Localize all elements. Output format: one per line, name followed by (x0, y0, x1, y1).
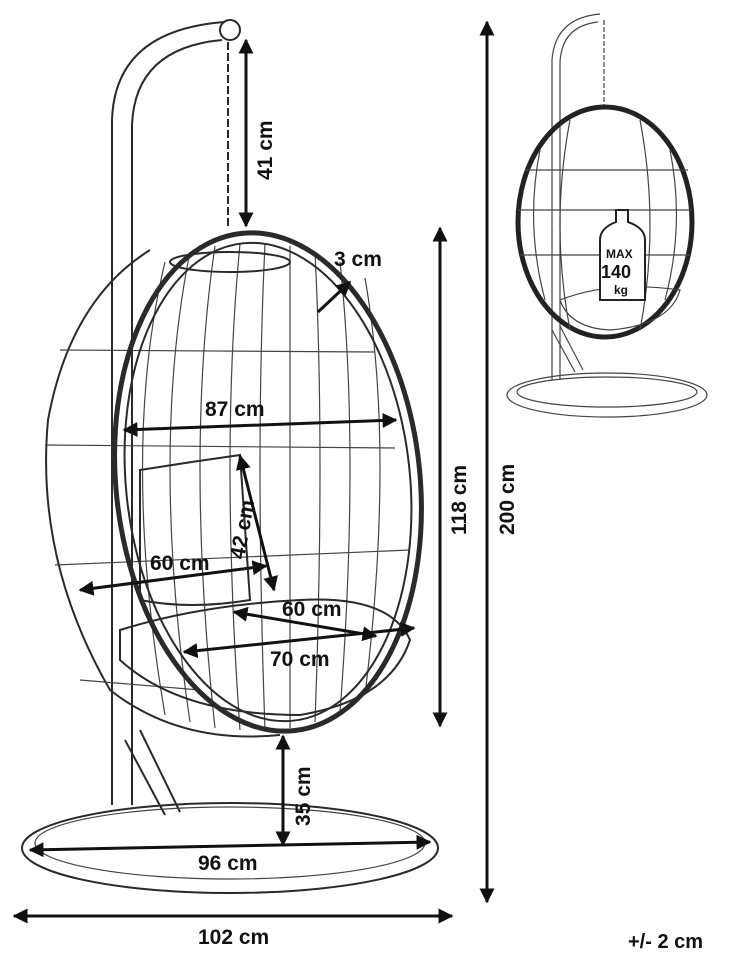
total-width-label: 102 cm (198, 926, 269, 949)
tolerance-label: +/- 2 cm (628, 931, 703, 953)
egg-frame-ring (112, 230, 424, 734)
chain-length-label: 41 cm (254, 120, 277, 180)
stand-pole (111, 21, 226, 805)
egg-back-shell (45, 249, 281, 738)
seat-depth-label: 70 cm (270, 648, 330, 671)
weight-tag-max: MAX (606, 247, 633, 261)
preview-chair-drawing: MAX 140 kg (506, 13, 708, 418)
stand-leg (124, 729, 181, 816)
chair-height-label: 118 cm (448, 465, 471, 535)
egg-frame-inner (123, 241, 413, 723)
back-cushion (139, 453, 252, 606)
cushion-depth-label: 60 cm (282, 598, 342, 621)
backrest-height-label: 42 cm (226, 498, 259, 561)
base-outer (21, 802, 439, 894)
wicker-ribs (44, 243, 411, 731)
inner-width-label: 87 cm (205, 398, 265, 421)
weight-tag (599, 209, 646, 301)
seat-width-label: 60 cm (150, 552, 210, 575)
dimension-lines (12, 20, 495, 924)
base-diameter-label: 96 cm (198, 852, 258, 875)
hook (219, 19, 241, 41)
ground-clearance-label: 35 cm (292, 766, 315, 826)
main-chair-drawing (21, 19, 439, 894)
top-cap (169, 251, 291, 273)
total-height-label: 200 cm (496, 464, 519, 535)
weight-tag-unit: kg (614, 283, 628, 297)
weight-tag-value: 140 (601, 262, 631, 282)
frame-thickness-label: 3 cm (334, 248, 382, 271)
